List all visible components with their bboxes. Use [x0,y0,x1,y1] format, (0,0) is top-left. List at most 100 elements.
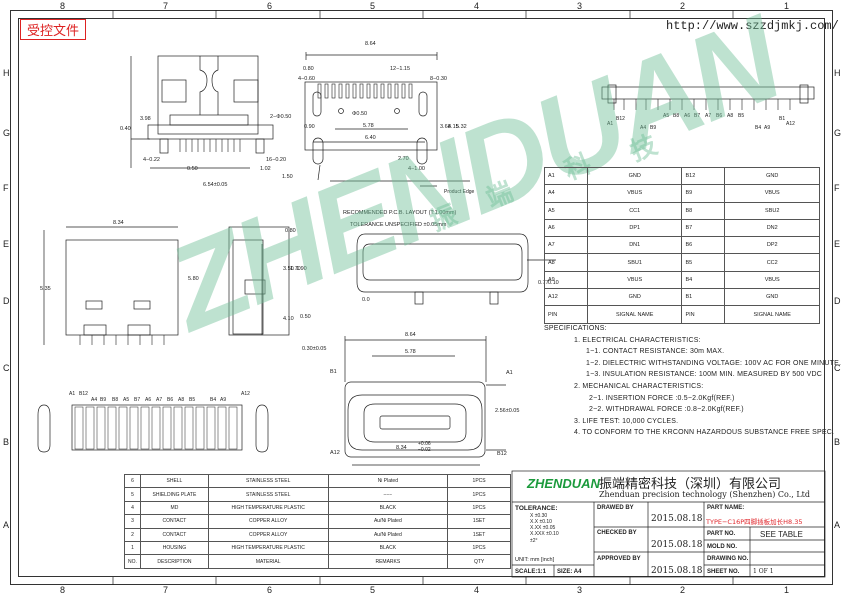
bom-cell: SHIELDING PLATE [139,487,209,502]
bom-cell: Au/Ni Plated [327,514,449,529]
dim-3-50: 3.50 [283,266,294,272]
pin-table-cell: B5 [681,253,726,272]
spec-4: 4. TO CONFORM TO THE KRCONN HAZARDOUS SU… [574,429,835,437]
grid-bottom-6: 6 [267,585,273,595]
pin-table-cell: VBUS [724,270,820,290]
grid-bottom-3: 3 [577,585,583,595]
grid-right-E: E [834,239,841,249]
grid-right-H: H [834,68,841,78]
left-pin-b5: B5 [189,397,195,403]
tol-angle: ±2° [530,538,538,544]
pin-table-cell: SIGNAL NAME [724,305,820,324]
approved-date: 2015.08.18 [651,566,703,576]
pin-table-cell: A4 [544,184,588,203]
pin-table-cell: VBUS [586,184,683,203]
dim-8-34: 8.34 [113,220,124,226]
company-name-cn: 振端精密科技（深圳）有限公司 [599,477,782,492]
dim-5-78: 5.78 [363,123,374,129]
top-pin-b12: B12 [616,116,625,122]
dim-3-98: 3.98 [140,116,151,122]
top-pin-a1: A1 [607,121,613,127]
grid-right-G: G [834,128,842,138]
bom-cell: 1 [124,540,141,556]
approved-by-label: APPROVED BY [597,556,641,562]
left-pin-b9: B9 [100,397,106,403]
tol-row-3: X.XX ±0.05 [530,525,556,531]
pin-table-cell: DP1 [586,218,683,238]
bom-cell: 1PCS [447,473,511,489]
dim-1-50: 1.50 [282,174,293,180]
dim-2-56: 2.56±0.05 [495,408,519,414]
sheet-no-label: SHEET NO. [707,569,740,575]
bom-cell: 1PCS [447,487,511,502]
tol-minus: −0.02 [418,447,431,453]
pin-table-cell: B8 [681,201,726,220]
checked-by-label: CHECKED BY [597,530,637,536]
grid-left-F: F [3,183,9,193]
pin-table-cell: A1 [544,166,588,186]
pin-table-cell: A5 [544,201,588,220]
pcb-layout-note: RECOMMENDED P.C.B. LAYOUT (T:1.00mm) [343,210,457,216]
scale-label: SCALE:1:1 [515,569,547,575]
part-name-label: PART NAME: [707,505,745,511]
bom-cell: 1PCS [447,540,511,556]
top-pin-a7: A7 [705,113,711,119]
bom-cell: MATERIAL [207,554,329,569]
spec-1-3: 1−3. INSULATION RESISTANCE: 100M MIN. ME… [586,371,823,379]
left-pin-a4: A4 [91,397,97,403]
dim-12-1-15: 12−1.15 [390,66,410,72]
left-pin-a9: A9 [220,397,226,403]
pin-table-cell: PIN [681,305,726,324]
dim-phi-0-50: Φ0.50 [352,111,367,117]
pin-table-cell: GND [724,166,820,186]
pin-table-cell: A6 [544,218,588,238]
grid-top-3: 3 [577,1,583,11]
see-table-value: SEE TABLE [760,530,803,539]
drawn-by-label: DRAWED BY [597,505,634,511]
left-pin-a7: A7 [156,397,162,403]
grid-top-2: 2 [680,1,686,11]
company-url[interactable]: http://www.szzdjmkj.com/ [666,19,839,33]
sheet-value: 1 OF 1 [753,568,774,575]
grid-top-5: 5 [370,1,376,11]
bom-cell: STAINLESS STEEL [207,473,329,489]
label-b12-oblique: B12 [497,451,507,457]
top-pin-a8: A8 [727,113,733,119]
bom-cell: COPPER ALLOY [207,514,329,529]
top-pin-a6: A6 [684,113,690,119]
grid-top-7: 7 [163,1,169,11]
tolerance-label: TOLERANCE: [515,505,558,512]
top-pin-b1: B1 [779,116,785,122]
left-pin-b12: B12 [79,391,88,397]
bom-cell: BLACK [327,500,449,516]
pin-table-cell: B9 [681,184,726,203]
pin-table-cell: A9 [544,270,588,290]
pin-table-cell: GND [586,288,683,307]
bom-cell: HOUSING [139,540,209,556]
pin-table-cell: CC2 [724,253,820,272]
grid-bottom-2: 2 [680,585,686,595]
pin-table-cell: B12 [681,166,726,186]
company-name-en: Zhenduan precision technology (Shenzhen)… [599,490,810,499]
bom-cell: DESCRIPTION [139,554,209,569]
pin-table-cell: A7 [544,236,588,255]
bom-cell: 3 [124,514,141,529]
top-pin-a12: A12 [786,121,795,127]
left-pin-a5: A5 [123,397,129,403]
bom-cell: 1PCS [447,500,511,516]
bom-cell: 4 [124,500,141,516]
dim-4-1-00: 4−1.00 [408,166,425,172]
left-pin-a8: A8 [178,397,184,403]
tolerance-note: TOLERANCE UNSPECIFIED ±0.05mm [350,222,447,228]
left-pin-b4: B4 [210,397,216,403]
